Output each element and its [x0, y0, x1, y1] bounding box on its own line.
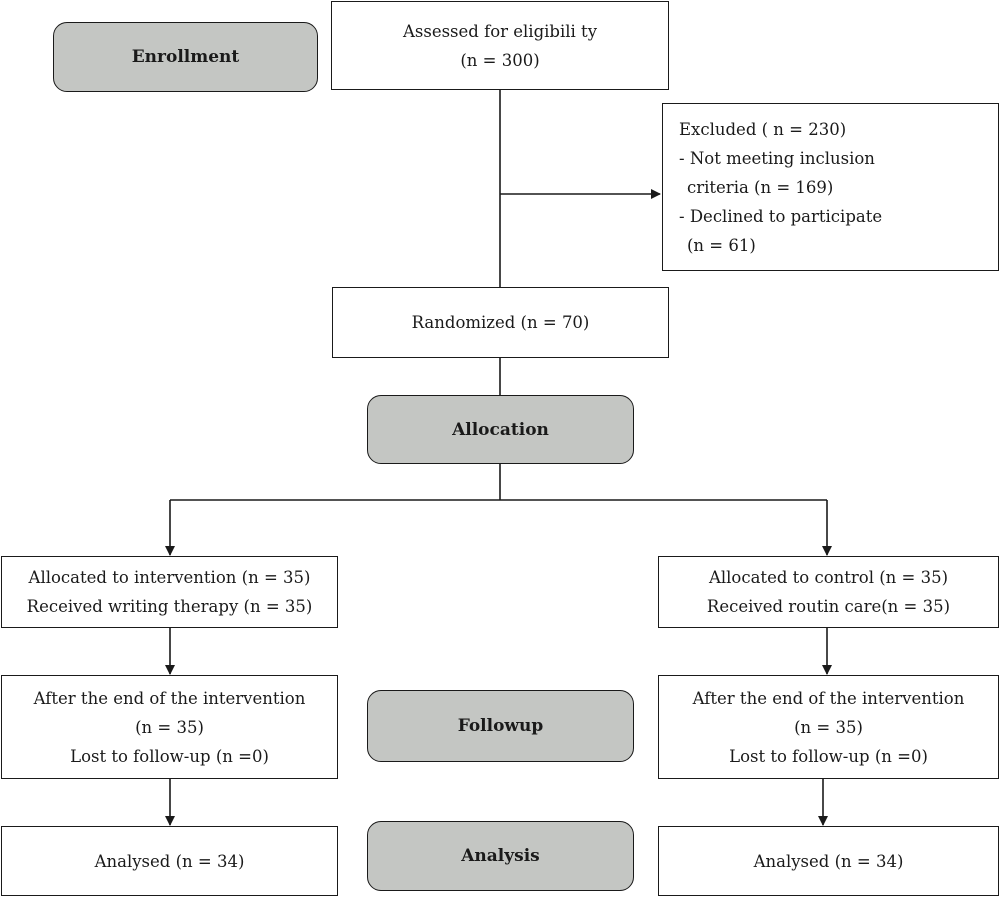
assessed-box: Assessed for eligibili ty (n = 300) — [331, 1, 669, 90]
intervention-followup-box: After the end of the intervention (n = 3… — [1, 675, 338, 779]
control-followup-count: (n = 35) — [794, 717, 863, 737]
stage-allocation-label: Allocation — [452, 419, 549, 440]
intervention-analysed-box: Analysed (n = 34) — [1, 826, 338, 896]
control-analysed: Analysed (n = 34) — [753, 851, 904, 871]
intervention-followup-count: (n = 35) — [135, 717, 204, 737]
intervention-followup-line1: After the end of the intervention — [33, 688, 306, 708]
stage-followup: Followup — [367, 690, 634, 762]
stage-analysis-label: Analysis — [461, 846, 540, 866]
intervention-received: Received writing therapy (n = 35) — [26, 597, 313, 616]
stage-enrollment-label: Enrollment — [131, 47, 240, 67]
control-followup-box: After the end of the intervention (n = 3… — [658, 675, 999, 779]
control-received: Received routin care(n = 35) — [706, 597, 951, 616]
stage-enrollment: Enrollment — [53, 22, 318, 92]
control-allocated: Allocated to control (n = 35) — [708, 568, 949, 587]
stage-allocation: Allocation — [367, 395, 634, 464]
control-analysed-box: Analysed (n = 34) — [658, 826, 999, 896]
control-lost-to-followup: Lost to follow-up (n =0) — [729, 746, 928, 766]
excluded-box: Excluded ( n = 230) - Not meeting inclus… — [662, 103, 999, 271]
control-allocated-box: Allocated to control (n = 35) Received r… — [658, 556, 999, 628]
stage-analysis: Analysis — [367, 821, 634, 891]
randomized-label: Randomized (n = 70) — [411, 313, 590, 332]
intervention-allocated: Allocated to intervention (n = 35) — [28, 568, 311, 587]
excluded-reason-1: - Not meeting inclusion — [679, 148, 875, 168]
excluded-reason-2: - Declined to participate — [679, 206, 883, 226]
excluded-reason-2-count: (n = 61) — [687, 235, 756, 255]
excluded-reason-1-count: criteria (n = 169) — [687, 177, 834, 197]
excluded-title: Excluded ( n = 230) — [679, 119, 847, 139]
stage-followup-label: Followup — [457, 716, 544, 736]
randomized-box: Randomized (n = 70) — [332, 287, 669, 358]
intervention-analysed: Analysed (n = 34) — [94, 851, 245, 871]
control-followup-line1: After the end of the intervention — [692, 688, 965, 708]
assessed-label: Assessed for eligibili ty — [402, 21, 598, 41]
intervention-allocated-box: Allocated to intervention (n = 35) Recei… — [1, 556, 338, 628]
intervention-lost-to-followup: Lost to follow-up (n =0) — [70, 746, 269, 766]
assessed-count: (n = 300) — [460, 50, 540, 70]
